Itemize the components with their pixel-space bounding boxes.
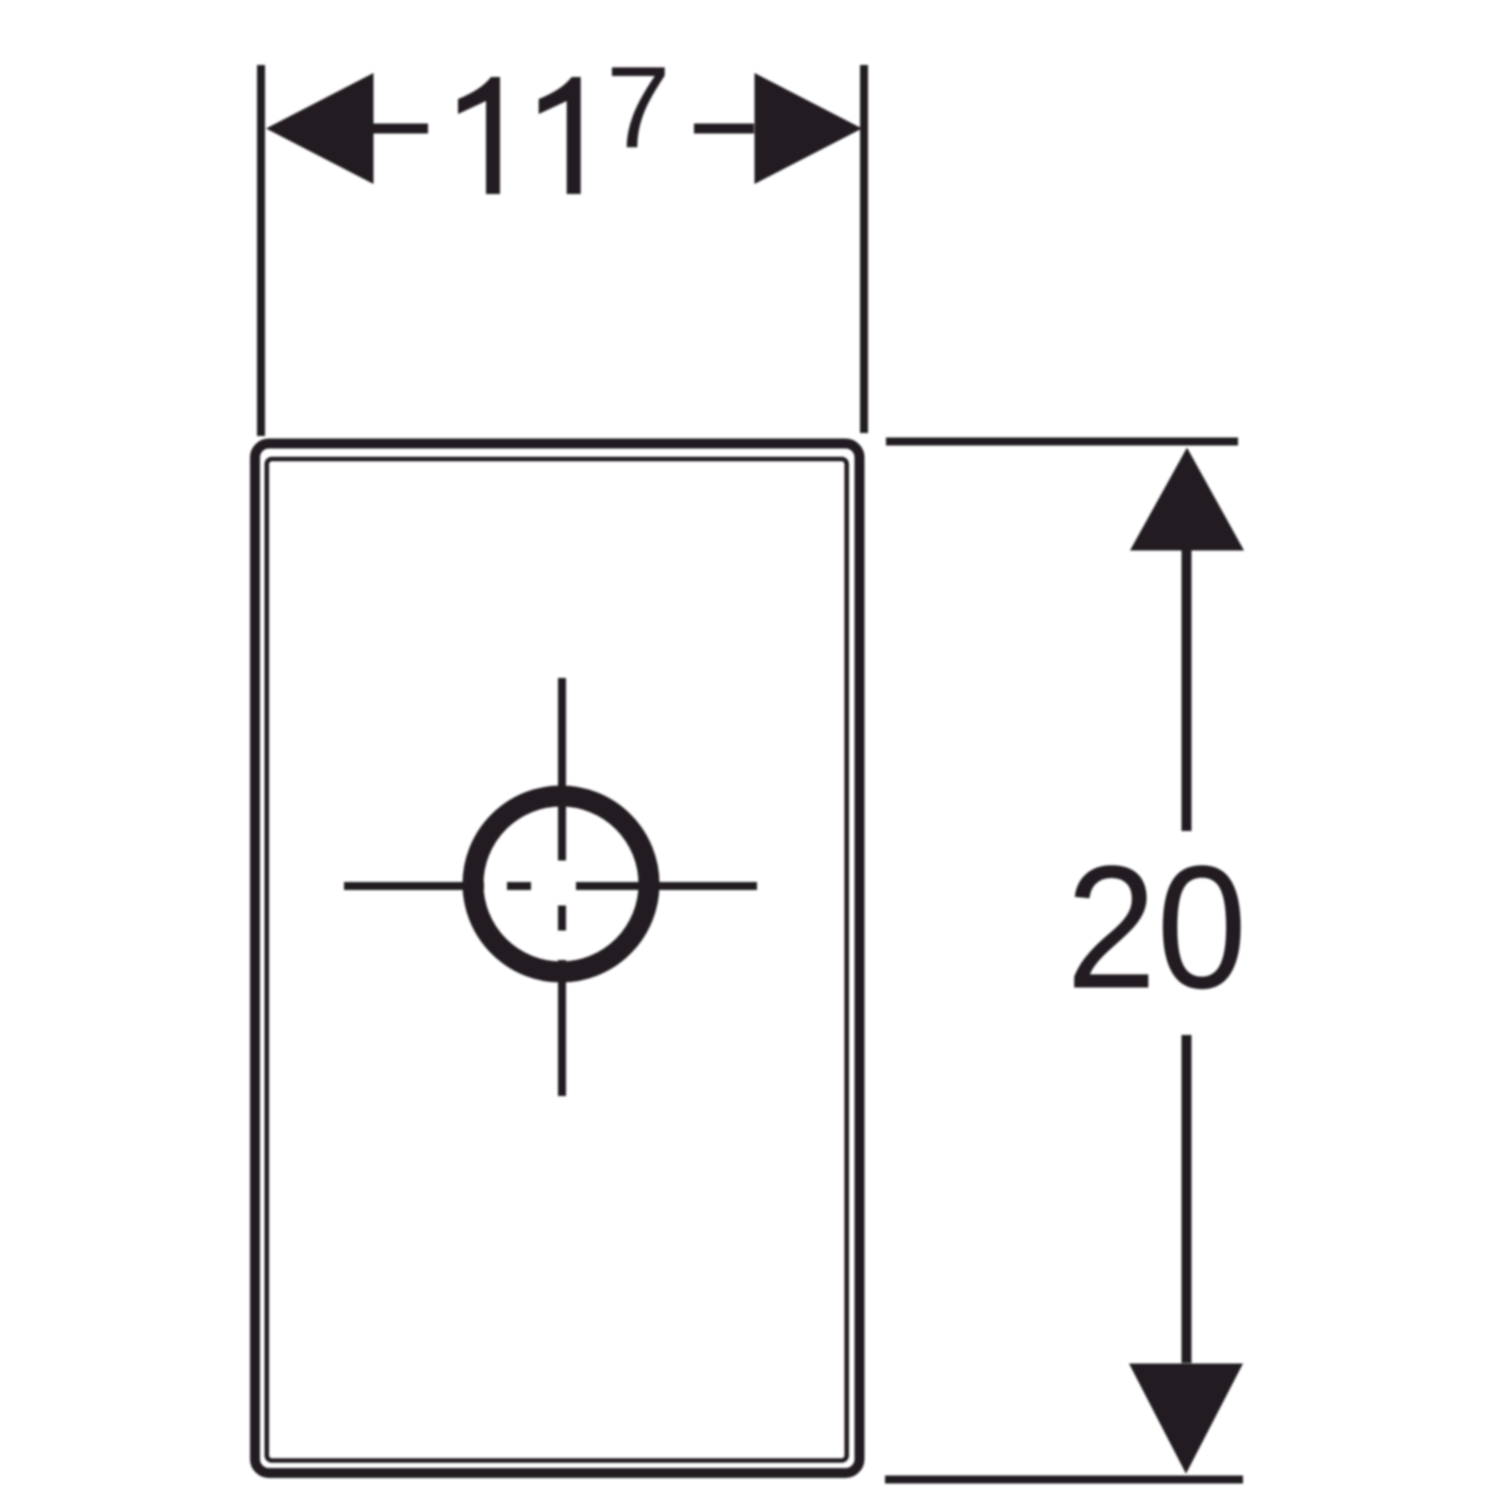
svg-text:20: 20 xyxy=(1066,831,1247,1026)
svg-text:7: 7 xyxy=(606,42,671,172)
